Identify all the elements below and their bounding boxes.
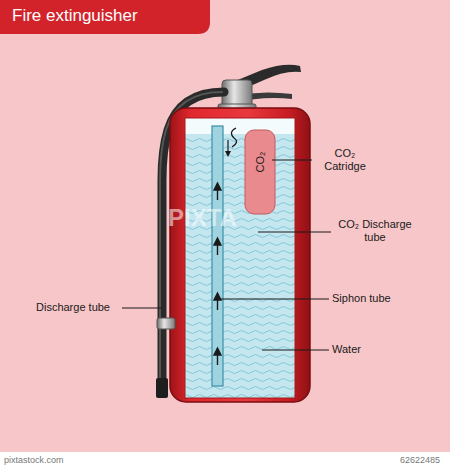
gas-arrow: [225, 151, 231, 157]
part-label: Siphon tube: [332, 292, 391, 305]
cylinder: [170, 108, 310, 402]
cartridge-label: CO₂: [254, 152, 266, 173]
part-label: CO₂ Catridge: [314, 147, 376, 173]
gas-arrow: [231, 128, 236, 147]
siphon-tube: [212, 126, 223, 386]
part-label: Discharge tube: [36, 301, 110, 314]
co2-cartridge: [245, 130, 275, 214]
watermark: pixtastock.com: [4, 455, 64, 466]
stock-number: 62622485: [400, 455, 440, 466]
title: Fire extinguisher: [12, 6, 138, 26]
nozzle: [156, 378, 168, 398]
water: [185, 134, 295, 398]
title-banner: [0, 0, 210, 34]
part-label: Water: [332, 343, 361, 356]
water-waves: [185, 134, 295, 398]
watermark: PIXTA: [168, 204, 237, 233]
stock-strip: [0, 452, 450, 469]
hose-clip: [157, 318, 175, 329]
part-label: CO₂ Discharge tube: [333, 218, 417, 244]
leader-lines: [122, 160, 331, 350]
co2-cartridge: CO₂: [245, 130, 275, 214]
